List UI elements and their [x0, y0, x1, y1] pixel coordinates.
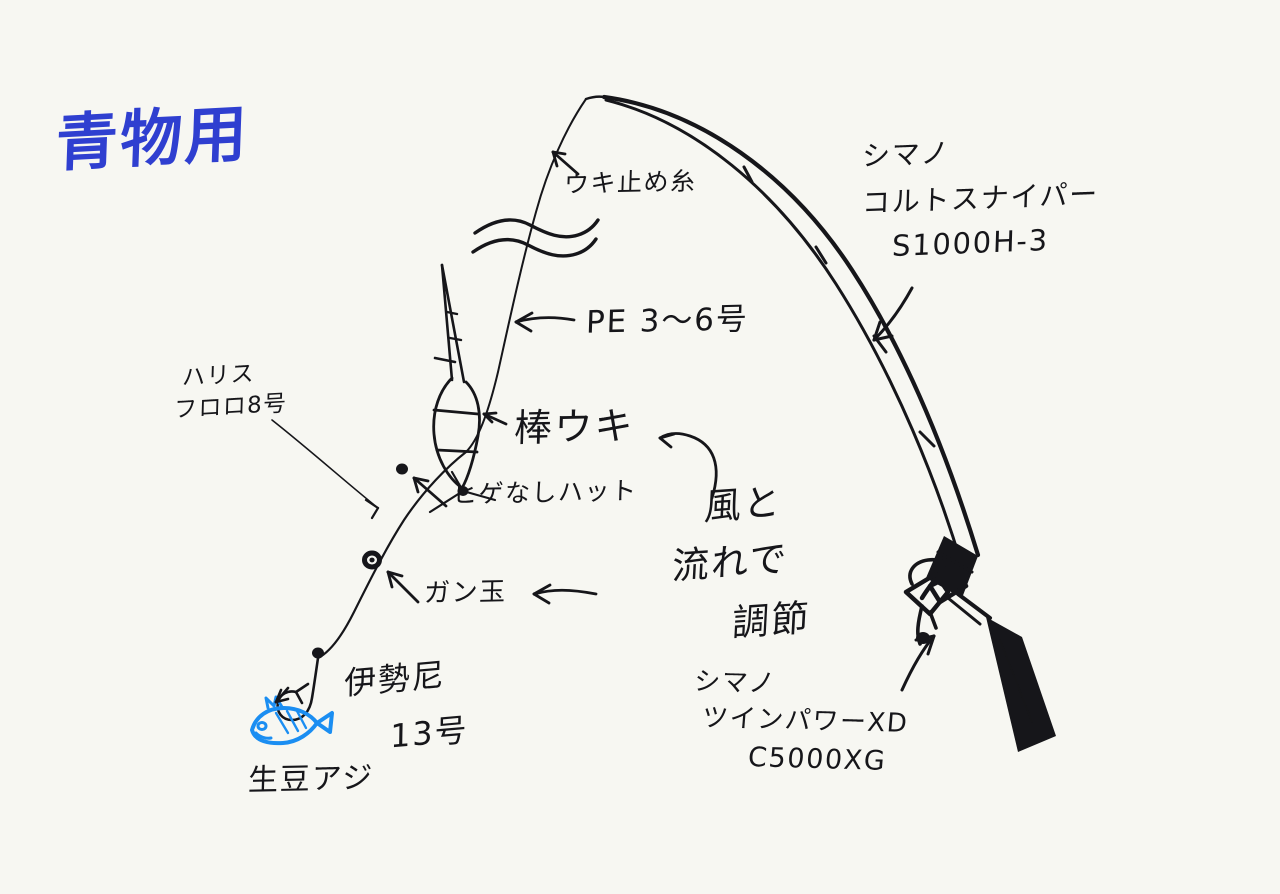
label-bait: 生豆アジ	[247, 760, 375, 799]
label-pe-line: PE 3〜6号	[585, 301, 750, 341]
label-hige-nashi-hat: ヒゲなしハット	[451, 476, 638, 509]
label-uki-dome-ito: ウキ止め糸	[563, 166, 697, 199]
reel-label-line1: シマノ	[692, 666, 778, 700]
arrow-hook-point	[274, 686, 290, 704]
page-title: 青物用	[54, 96, 251, 181]
arrow-bou-uki	[482, 411, 508, 426]
leader-callout-harisu	[271, 419, 380, 520]
label-bou-uki: 棒ウキ	[513, 403, 636, 451]
arrow-pe-line	[514, 311, 576, 333]
rod-butt-grip-drawing	[986, 617, 1056, 752]
label-harisu-line1: ハリス	[181, 360, 256, 392]
arrow-adjust-to-float	[658, 432, 718, 500]
arrow-gandama	[386, 570, 420, 604]
arrow-hige-nashi-hat	[412, 476, 448, 508]
reel-label-line2: ツインパワーXD	[700, 703, 910, 739]
arrow-adjust-to-gandama	[532, 583, 598, 605]
label-adjust-line3: 調節	[730, 596, 812, 645]
arrow-rod-label	[872, 286, 914, 342]
label-adjust-line1: 風と	[702, 480, 784, 529]
split-shot-drawing	[362, 550, 382, 570]
spinning-reel-drawing	[903, 557, 969, 646]
rod-lower-section	[956, 592, 992, 620]
stick-float-drawing	[432, 263, 481, 496]
label-hook-line2: 13号	[389, 710, 469, 756]
reel-label-line3: C5000XG	[746, 742, 888, 777]
water-surface-waves	[471, 218, 600, 258]
leader-line-drawing	[316, 450, 497, 660]
label-gandama: ガン玉	[423, 577, 508, 609]
rod-lower-section-edge	[946, 596, 982, 626]
rod-label-line3: S1000H-3	[891, 222, 1050, 264]
label-adjust-line2: 流れで	[671, 536, 790, 589]
hat-bead-drawing	[396, 463, 408, 475]
arrow-uki-dome	[551, 150, 580, 176]
arrow-reel-label	[900, 634, 936, 692]
bait-fish-drawing	[250, 695, 334, 746]
rod-label-line1: シマノ	[861, 136, 951, 173]
